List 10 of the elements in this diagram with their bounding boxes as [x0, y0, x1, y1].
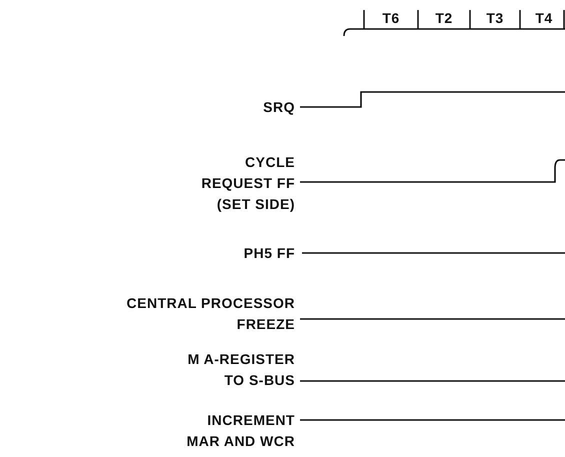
signal-name: CYCLE REQUEST FF (SET SIDE) [200, 153, 295, 214]
time-slot-label: T4 [534, 9, 554, 28]
time-slot-label: T6 [381, 9, 401, 28]
time-slot-label: T2 [434, 9, 454, 28]
time-slot-label: T3 [485, 9, 505, 28]
signal-name: M A-REGISTER TO S-BUS [186, 350, 295, 390]
signal-name: CENTRAL PROCESSOR FREEZE [126, 294, 295, 334]
signal-name: PH5 FF [242, 244, 295, 263]
signal-name: SRQ [262, 98, 295, 117]
signal-name: INCREMENT MAR AND WCR [186, 411, 295, 451]
